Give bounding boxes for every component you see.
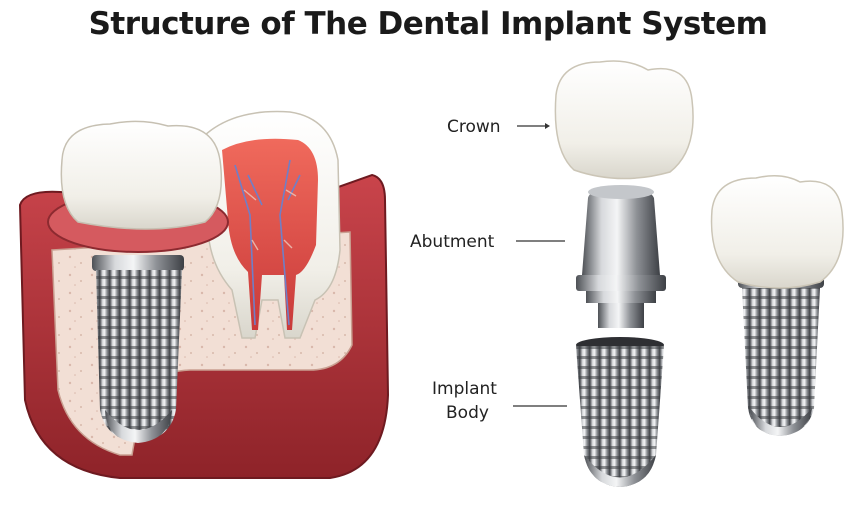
label-implant-body-line2: Body <box>446 403 489 423</box>
crown-component <box>554 60 694 180</box>
assembled-implant <box>710 175 844 436</box>
jaw-implant-crown <box>60 120 223 230</box>
label-crown: Crown <box>447 117 501 137</box>
jaw-implant <box>92 255 184 443</box>
label-abutment: Abutment <box>410 232 495 252</box>
label-implant-body-line1: Implant <box>432 379 497 399</box>
abutment-component <box>576 185 666 328</box>
natural-tooth <box>199 110 341 339</box>
implant-body-component <box>576 337 664 487</box>
jaw-cross-section <box>18 110 390 479</box>
diagram-title: Structure of The Dental Implant System <box>88 6 768 42</box>
